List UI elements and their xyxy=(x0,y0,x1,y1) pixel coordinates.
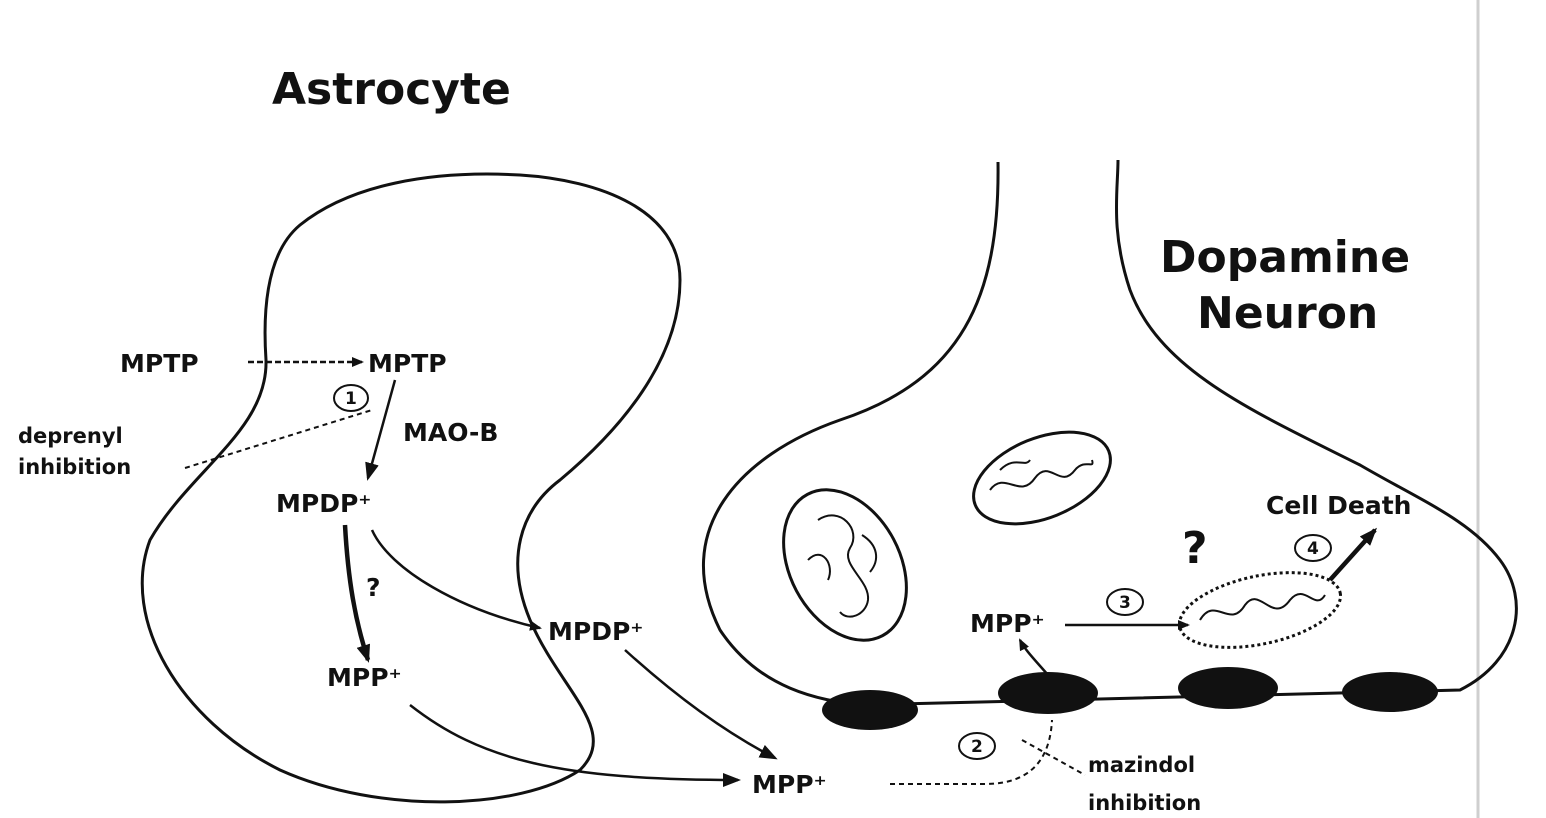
mao-b-label: MAO-B xyxy=(403,418,498,447)
astrocyte-membrane xyxy=(142,174,680,802)
mpp-inner-label: MPP⁺ xyxy=(327,663,402,692)
mptp-intracellular-label: MPTP xyxy=(368,349,447,378)
transporter xyxy=(1342,672,1438,712)
cell-death-label: Cell Death xyxy=(1266,491,1411,520)
arrow-dat-uptake xyxy=(1020,640,1048,675)
step-4-number: 4 xyxy=(1307,539,1319,559)
dopamine-title: Dopamine xyxy=(1160,232,1410,283)
astrocyte-title: Astrocyte xyxy=(272,64,511,115)
step-2-number: 2 xyxy=(971,737,983,757)
mptp-extracellular-label: MPTP xyxy=(120,349,199,378)
arrow-mpdp-efflux xyxy=(372,530,540,628)
inhibition-right-label: inhibition xyxy=(1088,791,1201,815)
arrow-mpdp-to-mpp xyxy=(345,525,368,660)
arrow-cell-death xyxy=(1330,530,1375,580)
mpdp-inner-label: MPDP⁺ xyxy=(276,489,371,518)
mpdp-outer-label: MPDP⁺ xyxy=(548,617,643,646)
arrow-mpp-efflux xyxy=(410,705,738,780)
dash-deprenyl-inhibition xyxy=(185,410,372,468)
mitochondrion-target xyxy=(1173,560,1348,661)
neuron-title: Neuron xyxy=(1197,288,1378,339)
mpp-outer-label: MPP⁺ xyxy=(752,770,827,799)
deprenyl-label: deprenyl xyxy=(18,424,123,448)
step-3-number: 3 xyxy=(1119,593,1131,613)
mitochondrion-top xyxy=(960,414,1123,542)
inhibition-left-label: inhibition xyxy=(18,455,131,479)
transporter-dat xyxy=(998,672,1098,714)
transporter xyxy=(822,690,918,730)
mazindol-label: mazindol xyxy=(1088,753,1195,777)
question-small-label: ? xyxy=(366,573,381,602)
arrow-mptp-to-mpdp xyxy=(368,380,395,478)
step-1-number: 1 xyxy=(345,389,357,409)
mpp-neuron-label: MPP⁺ xyxy=(970,609,1045,638)
question-big-label: ? xyxy=(1182,523,1208,574)
mitochondrion-left xyxy=(759,469,931,662)
transporter xyxy=(1178,667,1278,709)
